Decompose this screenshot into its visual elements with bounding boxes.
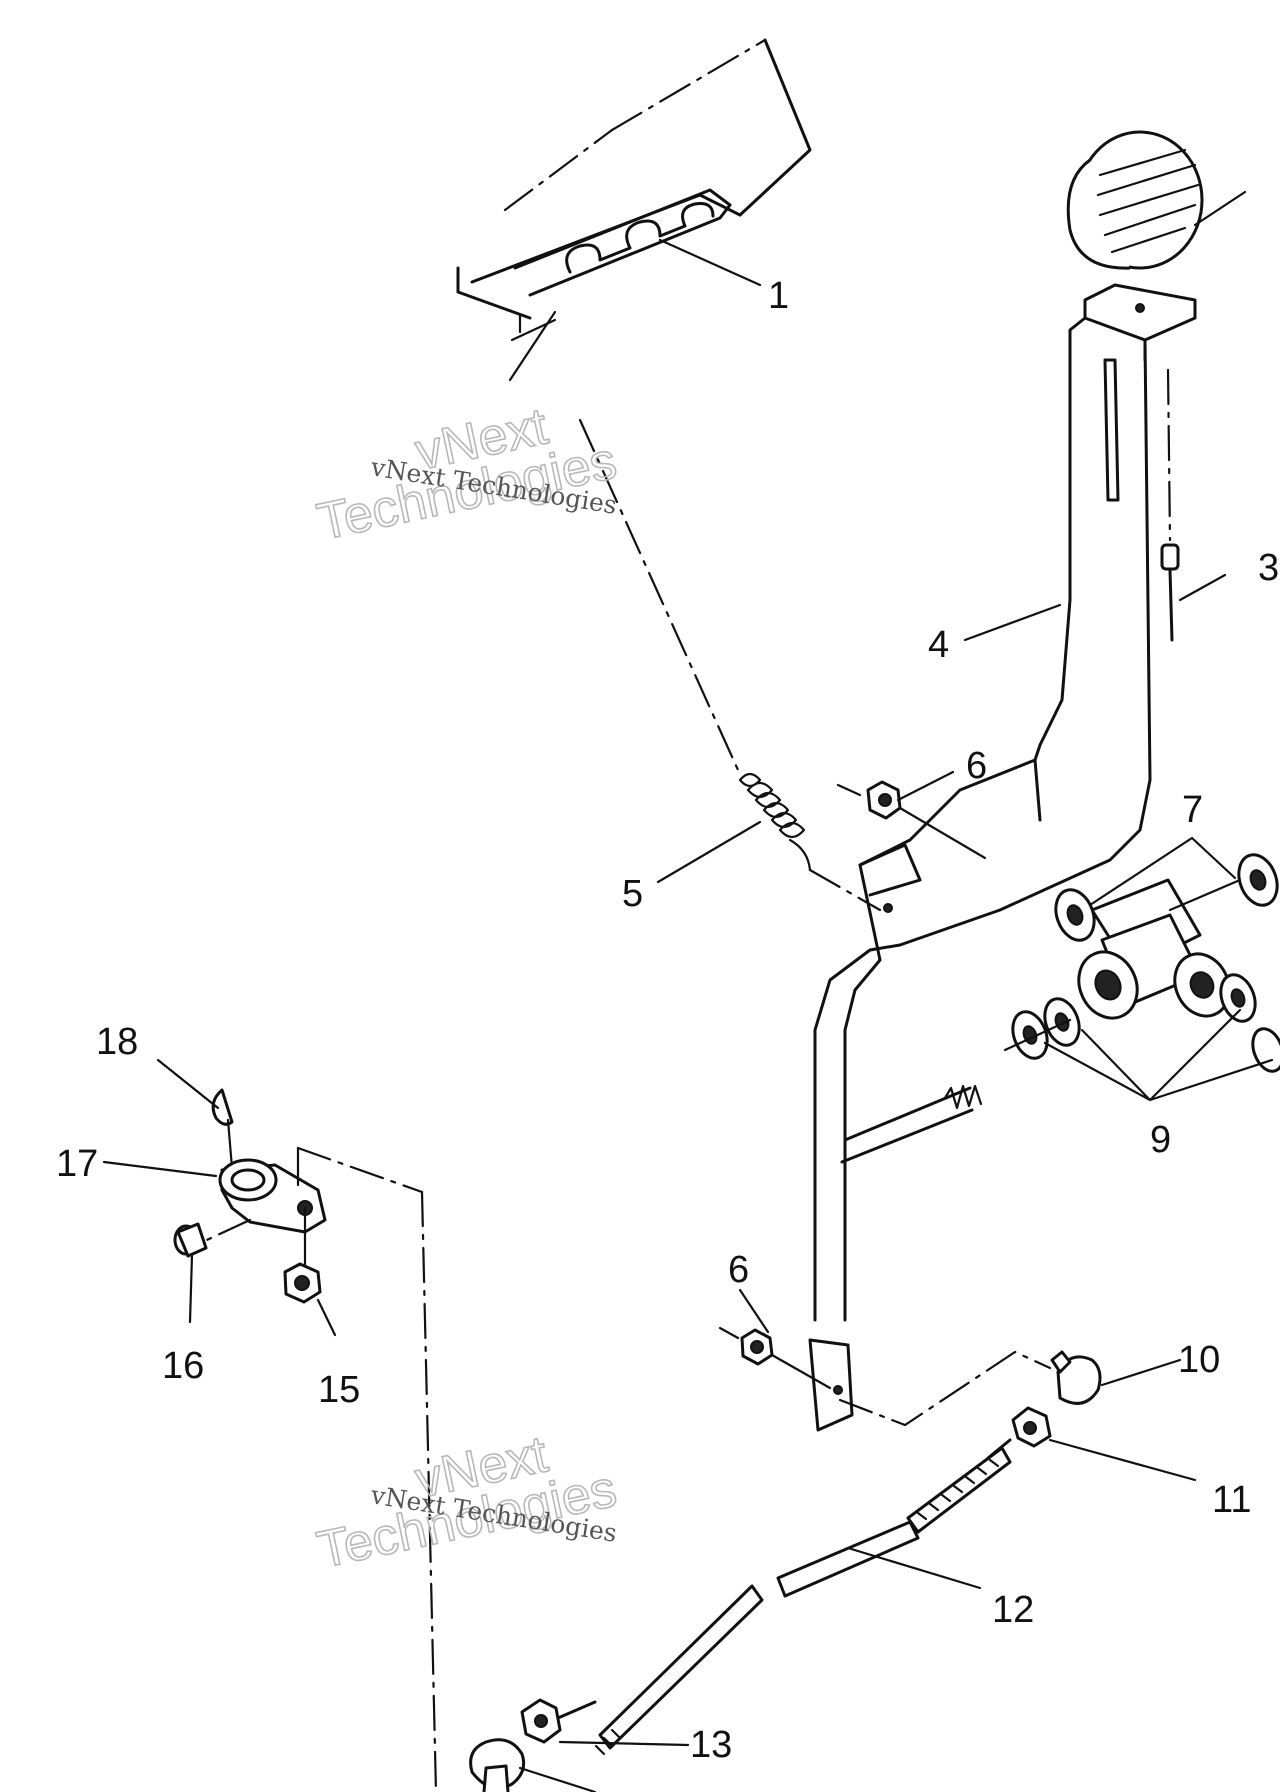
callout-6-upper: 6 bbox=[966, 745, 987, 787]
callout-6-lower: 6 bbox=[728, 1249, 749, 1291]
part-3-pin bbox=[1160, 368, 1180, 642]
part-5-spring bbox=[578, 418, 882, 912]
callout-18: 18 bbox=[96, 1021, 138, 1063]
watermark-lower: vNext Technologies vNext Technologies bbox=[312, 1424, 623, 1580]
callout-7: 7 bbox=[1182, 789, 1203, 831]
callout-16: 16 bbox=[162, 1345, 204, 1387]
linkage-assembly bbox=[469, 1350, 1102, 1792]
part-6-nut-lower bbox=[718, 1326, 832, 1390]
leader-lines bbox=[102, 190, 1274, 1792]
callout-3: 3 bbox=[1258, 547, 1279, 589]
part-4-pedal-lever bbox=[808, 130, 1204, 1432]
callout-9: 9 bbox=[1150, 1119, 1171, 1161]
callouts: 1 3 4 5 6 6 7 9 10 11 12 13 15 16 17 18 bbox=[56, 275, 1279, 1766]
callout-12: 12 bbox=[992, 1589, 1034, 1631]
callout-4: 4 bbox=[928, 624, 949, 666]
callout-1: 1 bbox=[768, 275, 789, 317]
callout-15: 15 bbox=[318, 1369, 360, 1411]
watermark-upper: vNext Technologies vNext Technologies bbox=[312, 396, 623, 552]
clevis-assembly bbox=[173, 1088, 438, 1792]
callout-13: 13 bbox=[690, 1724, 732, 1766]
pivot-assembly bbox=[840, 853, 1280, 1164]
part-6-nut-upper bbox=[836, 780, 987, 860]
part-1-bracket bbox=[456, 38, 812, 382]
callout-11: 11 bbox=[1212, 1479, 1251, 1521]
callout-10: 10 bbox=[1178, 1339, 1220, 1381]
callout-5: 5 bbox=[622, 873, 643, 915]
callout-17: 17 bbox=[56, 1143, 98, 1185]
